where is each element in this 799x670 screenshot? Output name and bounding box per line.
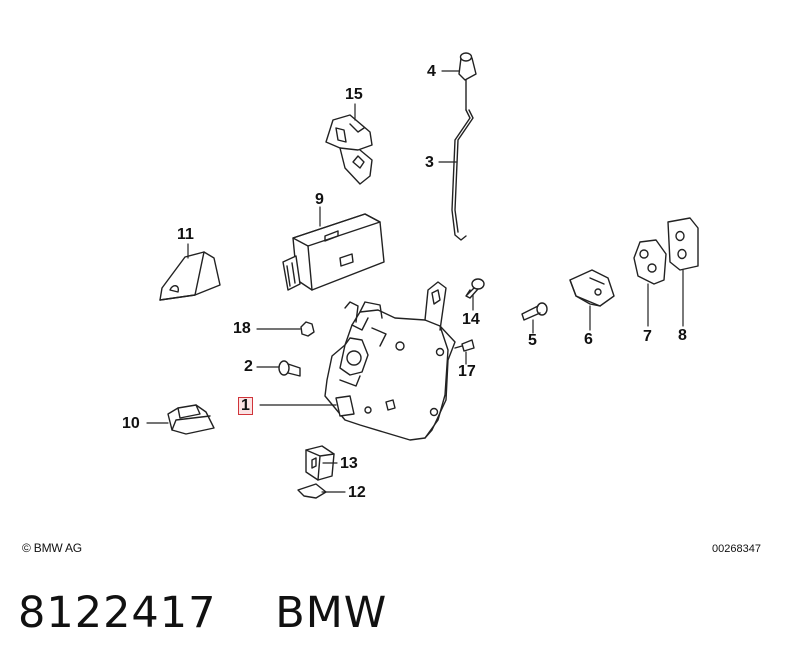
callout-10[interactable]: 10 xyxy=(122,415,140,432)
callout-1-highlighted[interactable]: 1 xyxy=(238,397,253,415)
callout-5[interactable]: 5 xyxy=(528,332,537,349)
callout-8[interactable]: 8 xyxy=(678,327,687,344)
callout-4[interactable]: 4 xyxy=(427,63,436,80)
block-13 xyxy=(305,445,335,481)
callout-13[interactable]: 13 xyxy=(340,455,358,472)
callout-2[interactable]: 2 xyxy=(244,358,253,375)
bracket-part xyxy=(325,114,373,185)
copyright-notice: © BMW AG xyxy=(22,541,82,555)
clip-part xyxy=(167,404,215,435)
door-lock-knob xyxy=(458,52,477,111)
control-module xyxy=(282,213,385,291)
footer-caption: 8122417 BMW xyxy=(18,588,387,638)
brand-name: BMW xyxy=(275,588,388,638)
screw-14 xyxy=(465,278,485,299)
callout-12[interactable]: 12 xyxy=(348,484,366,501)
callout-3[interactable]: 3 xyxy=(425,154,434,171)
callout-18[interactable]: 18 xyxy=(233,320,251,337)
nut xyxy=(300,321,315,337)
callout-6[interactable]: 6 xyxy=(584,331,593,348)
part-number: 8122417 xyxy=(18,588,217,638)
callout-14[interactable]: 14 xyxy=(462,311,480,328)
callout-9[interactable]: 9 xyxy=(315,191,324,208)
callout-15[interactable]: 15 xyxy=(345,86,363,103)
striker-plate xyxy=(633,239,667,285)
callout-11[interactable]: 11 xyxy=(177,226,194,243)
striker-shim xyxy=(667,217,699,271)
lock-rod xyxy=(451,109,474,241)
screw-5 xyxy=(521,302,548,321)
striker-bracket xyxy=(569,269,615,307)
clip-12 xyxy=(297,483,327,499)
document-number: 00268347 xyxy=(712,543,761,555)
callout-7[interactable]: 7 xyxy=(643,328,652,345)
callout-17[interactable]: 17 xyxy=(458,363,476,380)
screw xyxy=(278,360,301,377)
wedge-cover xyxy=(159,251,221,301)
stud-17 xyxy=(454,339,475,352)
door-lock-assembly xyxy=(324,281,456,441)
